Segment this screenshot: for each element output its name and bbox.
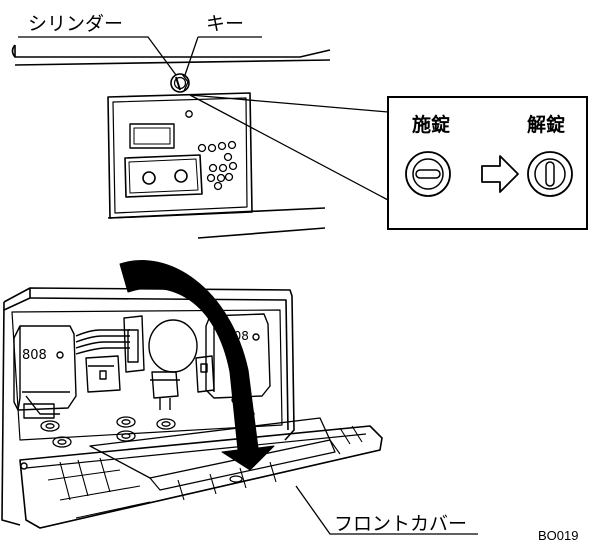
figure-code: BO019 (538, 528, 578, 543)
front-cover-label: フロントカバー (334, 513, 467, 535)
key-label: キー (206, 13, 244, 35)
lock-state-inset: 施錠 解錠 (387, 96, 588, 230)
locked-cylinder-icon (405, 151, 451, 197)
front-cover (19, 417, 383, 529)
lock-label: 施錠 (412, 113, 450, 136)
svg-text:808: 808 (22, 348, 47, 363)
left-relay-module: 808 (13, 325, 77, 419)
enclosure-body (1, 287, 295, 526)
opening-direction-arrow (119, 260, 275, 471)
panel-buttons (185, 110, 238, 191)
right-arrow-icon (481, 155, 519, 193)
lock-panel-assembly (11, 44, 331, 239)
center-components (75, 315, 198, 410)
front-cover-callout (295, 485, 478, 535)
unlocked-cylinder-icon (527, 151, 573, 197)
cylinder-label: シリンダー (28, 13, 123, 35)
cylinder-key (170, 73, 190, 93)
unlock-label: 解錠 (527, 113, 565, 136)
callout-lines (18, 36, 389, 201)
